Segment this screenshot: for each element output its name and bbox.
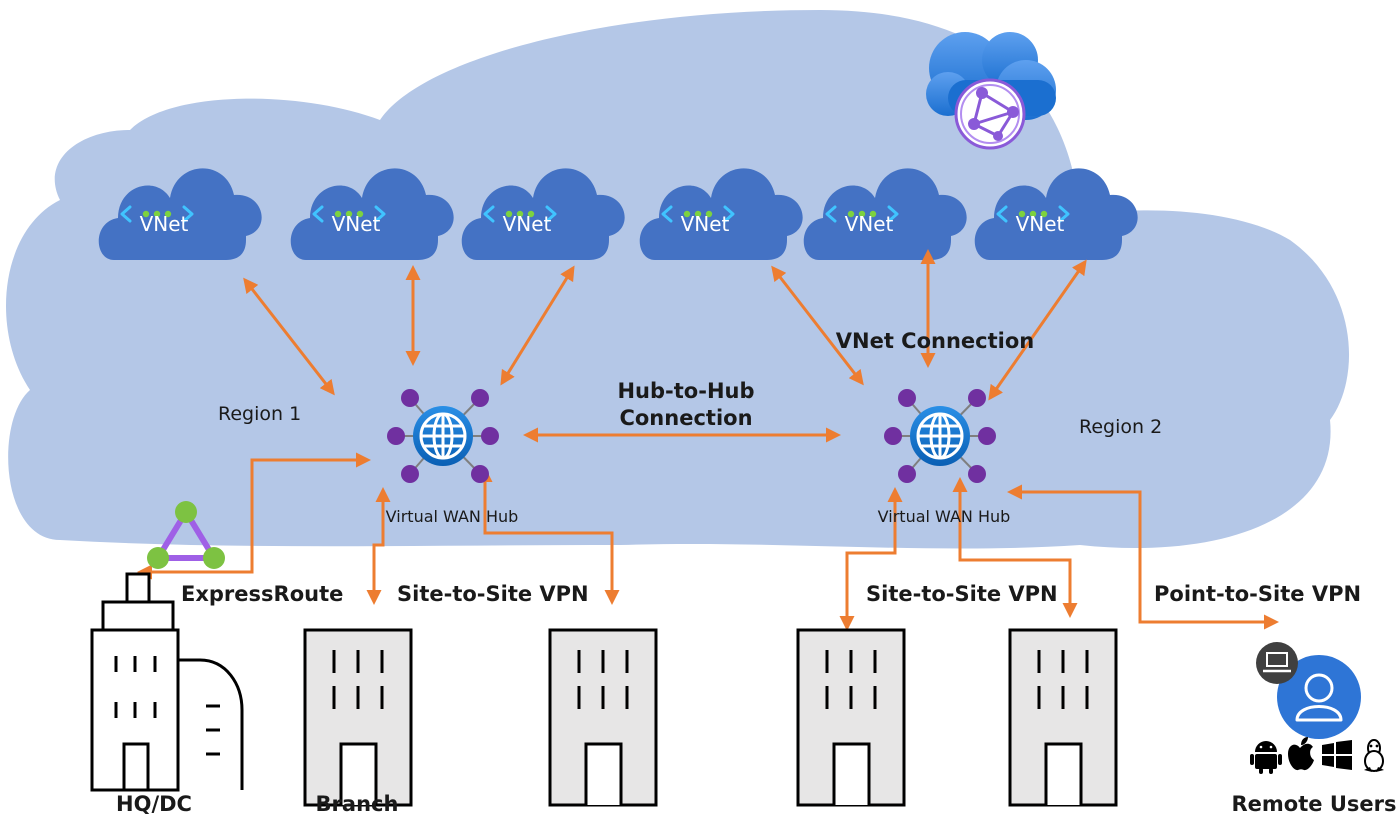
expressroute-label: ExpressRoute — [181, 582, 343, 606]
apple-icon — [1288, 737, 1314, 771]
branch-building-4 — [1008, 628, 1118, 807]
windows-icon — [1322, 740, 1352, 770]
android-icon — [1250, 741, 1282, 774]
hub-to-hub-label-line2: Connection — [619, 406, 752, 430]
virtual-wan-icon — [926, 32, 1056, 150]
laptop-icon — [1256, 642, 1298, 684]
region-2-label: Region 2 — [1079, 416, 1162, 438]
building-icon — [1008, 628, 1118, 807]
site-to-site-vpn-left-label: Site-to-Site VPN — [397, 582, 589, 606]
hq-dc-building-icon — [90, 572, 244, 792]
vnet-3: VNet — [460, 166, 627, 262]
point-to-site-vpn-label: Point-to-Site VPN — [1154, 582, 1361, 606]
connection-arrows — [137, 249, 1279, 631]
expressroute-triangle-icon — [147, 501, 225, 569]
user-icon — [1277, 655, 1361, 739]
branch-label: Branch — [316, 792, 399, 816]
vnet-4: VNet — [638, 166, 805, 262]
vnet-connection-label: VNet Connection — [836, 329, 1034, 353]
hub-2-label: Virtual WAN Hub — [878, 507, 1011, 526]
branch-building-1 — [303, 628, 413, 807]
branch-building-2 — [548, 628, 658, 807]
site-to-site-vpn-right-label: Site-to-Site VPN — [866, 582, 1058, 606]
hub-to-hub-label-line1: Hub-to-Hub — [617, 379, 754, 403]
region-1-label: Region 1 — [218, 403, 301, 425]
vnet-label: VNet — [1016, 212, 1065, 236]
building-icon — [796, 628, 906, 807]
vnet-label: VNet — [332, 212, 381, 236]
building-icon — [303, 628, 413, 807]
vnet-2: VNet — [289, 166, 456, 262]
vnet-6: VNet — [973, 166, 1140, 262]
vnet-label: VNet — [503, 212, 552, 236]
branch-building-3 — [796, 628, 906, 807]
vnet-1: VNet — [97, 166, 264, 262]
hub-1-label: Virtual WAN Hub — [386, 507, 519, 526]
vnet-label: VNet — [140, 212, 189, 236]
linux-icon — [1364, 739, 1384, 772]
building-icon — [548, 628, 658, 807]
remote-users-label: Remote Users — [1232, 792, 1397, 816]
vnet-5: VNet — [802, 166, 969, 262]
hq-dc-label: HQ/DC — [116, 792, 192, 816]
azure-cloud-region — [6, 10, 1350, 549]
vnet-label: VNet — [681, 212, 730, 236]
vnet-label: VNet — [845, 212, 894, 236]
